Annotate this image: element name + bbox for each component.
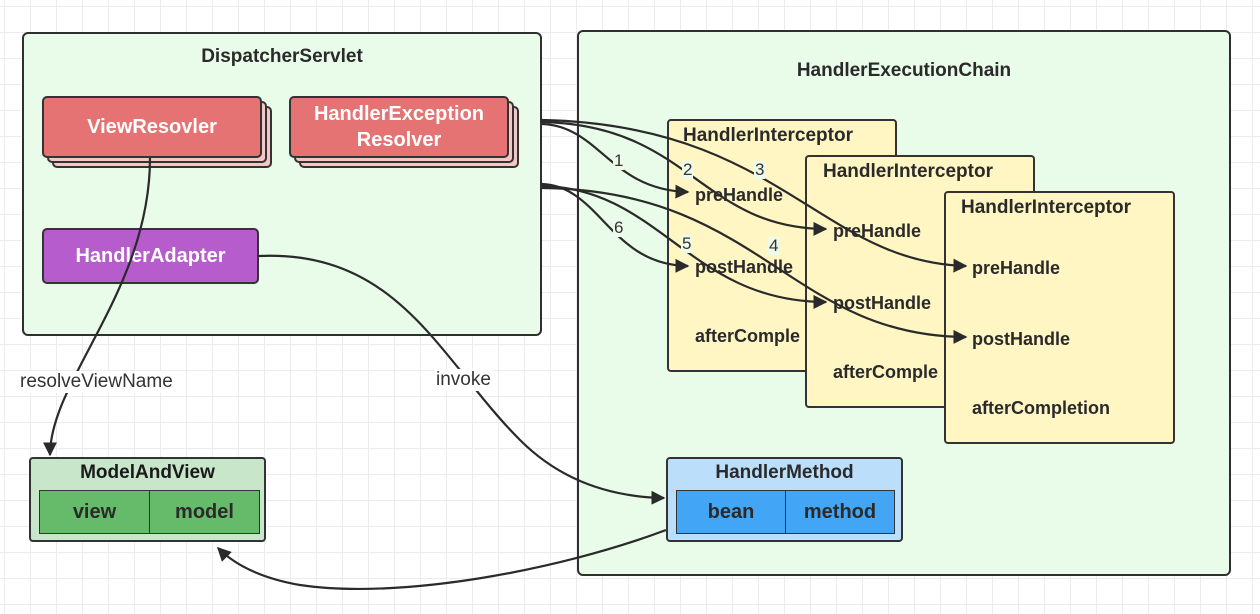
handler-method-title: HandlerMethod (715, 462, 854, 483)
model-and-view-title: ModelAndView (80, 462, 215, 483)
prehandle-arrow-1 (541, 122, 690, 199)
dispatcher-servlet-container: DispatcherServlet (22, 32, 542, 336)
exception-resolver-label-line1: HandlerException (313, 103, 485, 125)
interceptor-3-posthandle: postHandle (972, 329, 1071, 349)
handler-method-box[interactable]: HandlerMethod bean method (666, 457, 903, 542)
handler-method-method-label: method (803, 500, 877, 523)
handler-method-bean-cell[interactable]: bean (676, 490, 786, 534)
order-label-6: 6 (613, 218, 625, 237)
posthandle-arrow-5 (541, 184, 828, 309)
handler-execution-chain-title: HandlerExecutionChain (796, 60, 1012, 81)
interceptor-1-title: HandlerInterceptor (683, 125, 853, 146)
view-resolver-box[interactable]: ViewResovler (42, 96, 262, 158)
model-and-view-model-label: model (175, 500, 234, 523)
interceptor-2-aftercompletion: afterComple (833, 362, 939, 382)
interceptor-3-prehandle: preHandle (972, 258, 1061, 278)
invoke-arrow (258, 254, 666, 505)
handler-adapter-label: HandlerAdapter (75, 245, 226, 267)
order-label-3: 3 (754, 160, 766, 179)
interceptor-2-posthandle: postHandle (833, 293, 932, 313)
dispatcher-servlet-title: DispatcherServlet (201, 46, 363, 67)
order-label-1: 1 (613, 151, 625, 170)
posthandle-arrow-4 (541, 186, 968, 344)
resolve-view-name-label: resolveViewName (18, 371, 175, 393)
interceptor-1-prehandle: preHandle (695, 185, 784, 205)
model-and-view-box[interactable]: ModelAndView view model (29, 457, 266, 542)
prehandle-arrow-3 (541, 118, 968, 273)
resolve-view-name-arrow (43, 157, 152, 457)
handler-method-bean-label: bean (707, 500, 755, 523)
exception-resolver-box[interactable]: HandlerException Resolver (289, 96, 509, 158)
exception-resolver-label-line2: Resolver (356, 129, 442, 151)
model-and-view-view-cell[interactable]: view (39, 490, 150, 534)
handler-adapter-box[interactable]: HandlerAdapter (42, 228, 259, 284)
interceptor-1-aftercompletion: afterComple (695, 326, 801, 346)
model-and-view-view-label: view (72, 500, 117, 523)
invoke-label: invoke (434, 369, 493, 391)
interceptor-2-prehandle: preHandle (833, 221, 922, 241)
interceptor-3-title: HandlerInterceptor (961, 197, 1131, 218)
handler-method-method-cell[interactable]: method (785, 490, 895, 534)
order-label-2: 2 (682, 160, 694, 179)
handler-interceptor-card-3[interactable]: HandlerInterceptor preHandle postHandle … (944, 191, 1175, 444)
order-label-4: 4 (768, 236, 780, 255)
interceptor-3-aftercompletion: afterCompletion (972, 398, 1111, 418)
model-and-view-model-cell[interactable]: model (149, 490, 260, 534)
order-label-5: 5 (681, 234, 693, 253)
return-model-and-view-arrow (217, 528, 667, 590)
interceptor-2-title: HandlerInterceptor (823, 161, 993, 182)
view-resolver-label: ViewResovler (87, 116, 217, 138)
